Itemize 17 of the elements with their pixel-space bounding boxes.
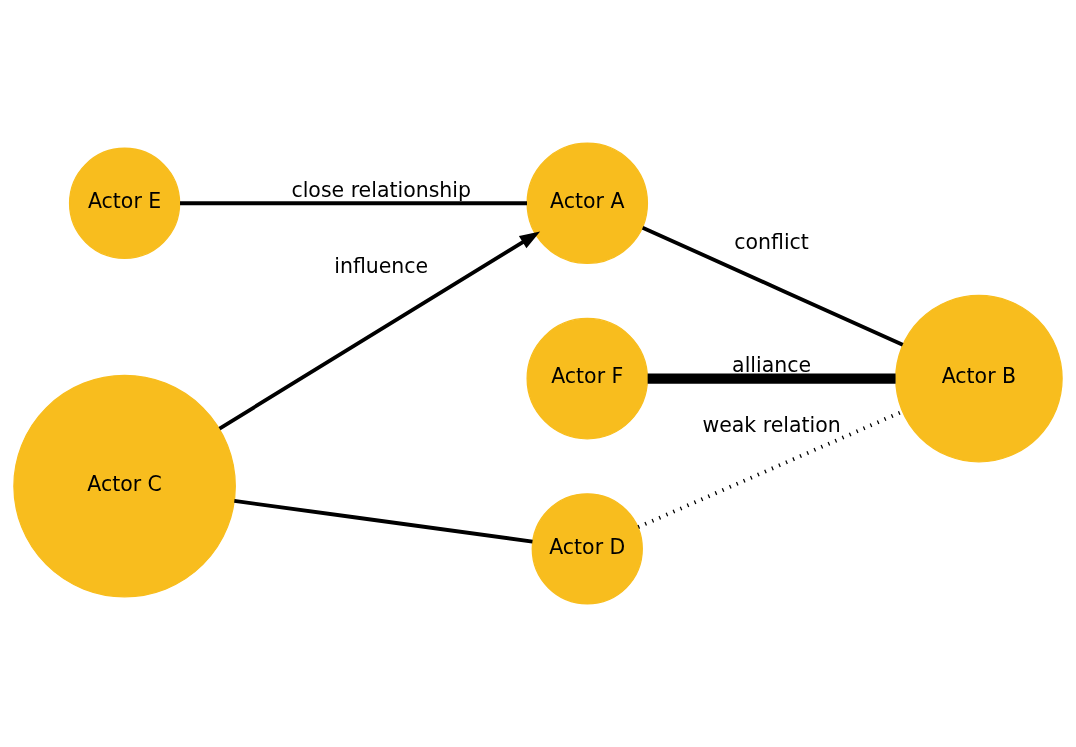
node-circle: Actor A	[526, 142, 649, 265]
connector	[647, 373, 896, 384]
connector	[234, 499, 533, 544]
node-circle: Actor F	[526, 317, 649, 440]
arrow	[218, 231, 541, 431]
edge-label: weak relation	[702, 413, 841, 438]
edge-label: influence	[334, 254, 429, 279]
connector	[180, 201, 527, 206]
node-circle: Actor E	[68, 147, 181, 259]
connector	[641, 225, 904, 347]
node-circle: Actor B	[895, 294, 1063, 463]
edge-label: conflict	[734, 230, 809, 255]
node-circle: Actor D	[531, 493, 643, 605]
edge-label: alliance	[732, 352, 812, 377]
edge-label: close relationship	[291, 177, 471, 202]
node-circle: Actor C	[13, 374, 236, 598]
connector	[637, 409, 903, 529]
